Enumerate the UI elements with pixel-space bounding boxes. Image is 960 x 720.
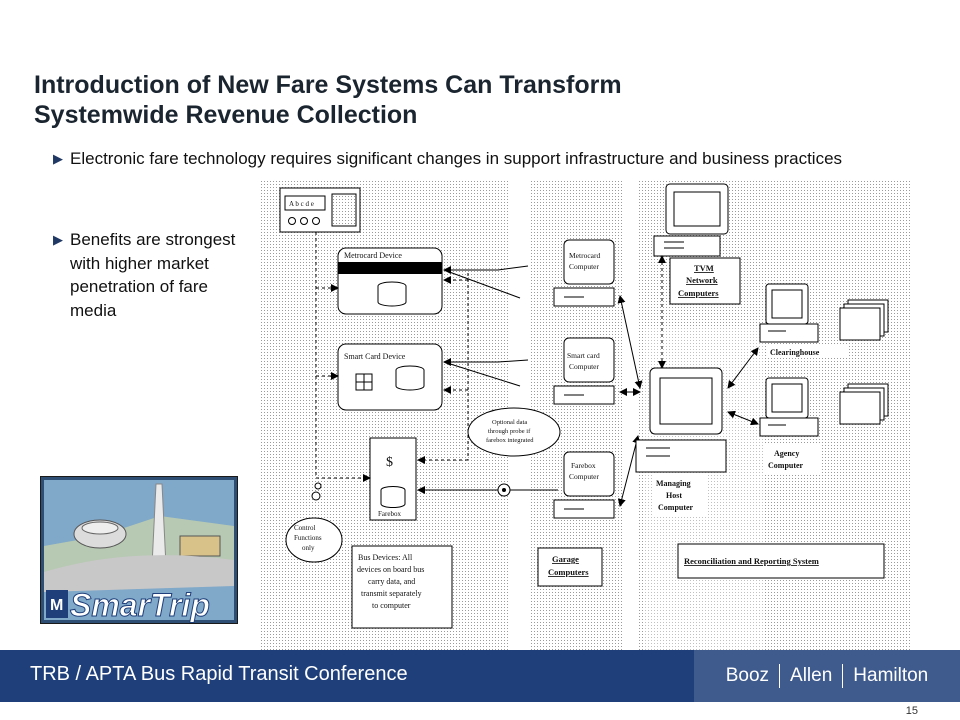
metrocard-computer-line-2: Computer bbox=[569, 262, 599, 271]
host-line-1: Managing bbox=[656, 479, 691, 488]
bullet-2: ▶ Benefits are strongest with higher mar… bbox=[53, 228, 250, 322]
agency-line-1: Agency bbox=[774, 449, 799, 458]
smartcard-computer: Smart card Computer bbox=[553, 337, 615, 405]
farebox-label: Farebox bbox=[378, 510, 401, 518]
bus-devices-line-3: carry data, and bbox=[368, 577, 415, 586]
smart-card-device: Smart Card Device bbox=[337, 343, 443, 411]
smartcard-computer-line-1: Smart card bbox=[567, 351, 600, 360]
bus-devices-line-4: transmit separately bbox=[361, 589, 422, 598]
tvm-line-2: Network bbox=[686, 275, 718, 285]
agency-line-2: Computer bbox=[768, 461, 804, 470]
bullet-arrow-icon: ▶ bbox=[53, 232, 63, 247]
clearinghouse-computer: Clearinghouse bbox=[759, 283, 889, 358]
metrocard-device: Metrocard Device bbox=[337, 247, 443, 315]
tvm-line-1: TVM bbox=[694, 263, 714, 273]
control-functions-line-1: Control bbox=[294, 524, 315, 532]
control-functions-line-3: only bbox=[302, 544, 315, 552]
bus-devices-line-1: Bus Devices: All bbox=[358, 553, 413, 562]
conference-name: TRB / APTA Bus Rapid Transit Conference bbox=[30, 663, 408, 685]
bus-devices-box: Bus Devices: All devices on board bus ca… bbox=[351, 545, 453, 629]
brand-divider bbox=[842, 664, 844, 688]
optional-data-cloud: Optional data through probe if farebox i… bbox=[467, 407, 561, 457]
bus-devices-line-2: devices on board bus bbox=[357, 565, 424, 574]
tvm-line-3: Computers bbox=[678, 288, 719, 298]
farebox-device: $ Farebox bbox=[369, 437, 417, 521]
garage-line-2: Computers bbox=[548, 567, 589, 577]
logo-text: SmarTrip bbox=[70, 587, 210, 623]
bus-devices-line-5: to computer bbox=[372, 601, 411, 610]
dollar-sign: $ bbox=[386, 455, 393, 470]
footer-bar: TRB / APTA Bus Rapid Transit Conference … bbox=[0, 650, 960, 702]
title-line-1: Introduction of New Fare Systems Can Tra… bbox=[34, 71, 622, 99]
host-line-3: Computer bbox=[658, 503, 694, 512]
metrocard-computer-line-1: Metrocard bbox=[569, 251, 600, 260]
bullet-2-text: Benefits are strongest with higher marke… bbox=[70, 230, 236, 320]
optional-data-line-2: through probe if bbox=[488, 428, 531, 435]
farebox-computer-line-1: Farebox bbox=[571, 461, 596, 470]
tvm-network-label: TVM Network Computers bbox=[669, 257, 741, 305]
brand-word-1: Booz bbox=[725, 665, 770, 686]
agency-computer: Agency Computer bbox=[759, 377, 889, 474]
reconciliation-box: Reconciliation and Reporting System bbox=[677, 543, 885, 579]
metrocard-computer: Metrocard Computer bbox=[553, 239, 615, 307]
managing-host-computer: Managing Host Computer bbox=[635, 367, 727, 516]
tvm-monitor bbox=[653, 183, 729, 257]
brand-word-3: Hamilton bbox=[853, 665, 929, 686]
metrocard-device-label: Metrocard Device bbox=[344, 251, 402, 260]
brand-logo: Booz Allen Hamilton bbox=[694, 650, 960, 702]
keypad-device: A b c d e bbox=[279, 187, 361, 233]
page-number: 15 bbox=[905, 705, 918, 717]
bullet-1: ▶ Electronic fare technology requires si… bbox=[53, 148, 870, 170]
host-line-2: Host bbox=[666, 491, 682, 500]
smartcard-computer-line-2: Computer bbox=[569, 362, 599, 371]
smartrip-logo: M SmarTrip bbox=[40, 476, 238, 624]
bullet-1-text: Electronic fare technology requires sign… bbox=[70, 149, 843, 168]
optional-data-line-1: Optional data bbox=[492, 419, 527, 426]
slide-title: Introduction of New Fare Systems Can Tra… bbox=[34, 70, 914, 130]
smart-card-device-label: Smart Card Device bbox=[344, 352, 406, 361]
clearinghouse-label: Clearinghouse bbox=[770, 348, 820, 357]
logo-badge: M bbox=[50, 597, 63, 614]
brand-word-2: Allen bbox=[790, 665, 833, 686]
garage-computers-label: Garage Computers bbox=[537, 547, 603, 587]
optional-data-line-3: farebox integrated bbox=[486, 437, 534, 444]
abcde-label: A b c d e bbox=[289, 200, 314, 208]
control-functions-cloud: Control Functions only bbox=[285, 482, 343, 563]
title-line-2: Systemwide Revenue Collection bbox=[34, 101, 418, 129]
farebox-computer-line-2: Computer bbox=[569, 472, 599, 481]
bullet-arrow-icon: ▶ bbox=[53, 151, 63, 166]
brand-divider bbox=[779, 664, 781, 688]
fare-system-diagram: A b c d e Metrocard Device Smart Card De… bbox=[260, 180, 910, 650]
control-functions-line-2: Functions bbox=[294, 534, 322, 542]
reconciliation-label: Reconciliation and Reporting System bbox=[684, 556, 819, 566]
garage-line-1: Garage bbox=[552, 554, 579, 564]
farebox-computer: Farebox Computer bbox=[553, 451, 615, 519]
